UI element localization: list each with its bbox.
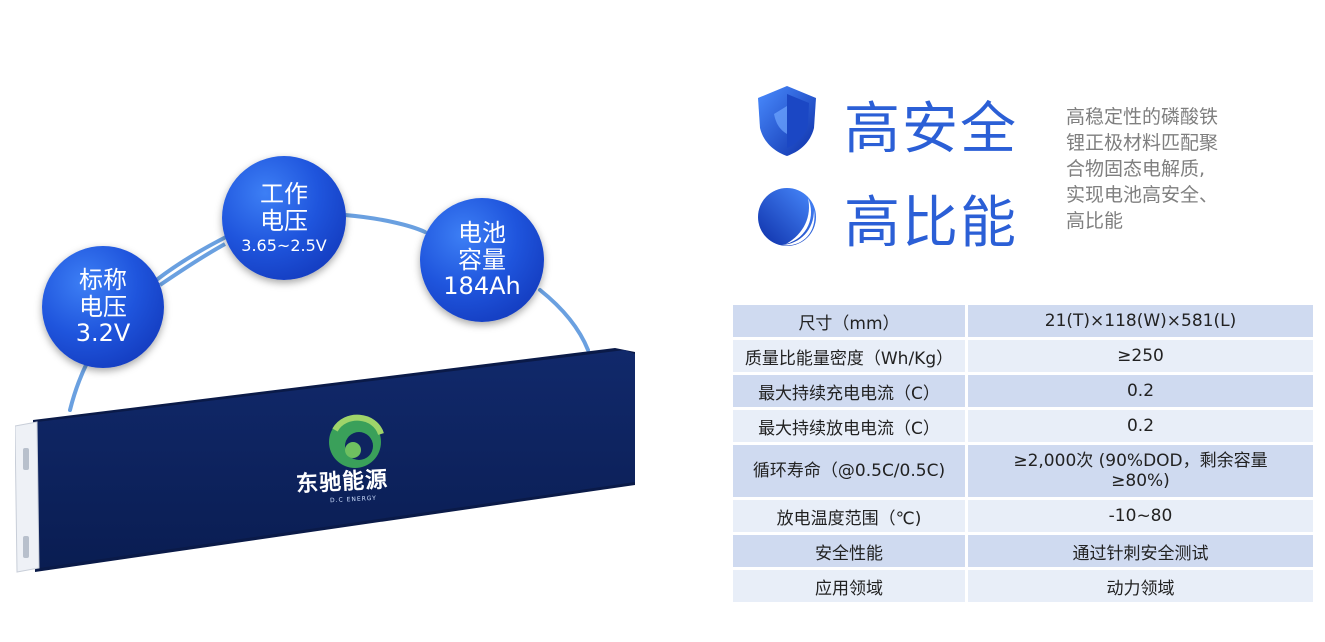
brand-logo-icon [329,414,384,468]
spec-label: 应用领域 [733,570,968,605]
spec-value: 动力领域 [968,570,1313,605]
feature-description: 高稳定性的磷酸铁 锂正极材料匹配聚 合物固态电解质, 实现电池高安全、 高比能 [1066,104,1256,234]
table-row: 安全性能 通过针刺安全测试 [733,535,1313,570]
spec-value: ≥250 [968,340,1313,375]
spec-value: 21(T)×118(W)×581(L) [968,305,1313,340]
spec-label: 放电温度范围（℃) [733,500,968,535]
bubble-line: 标称 [79,265,127,294]
high-energy-title: 高比能 [844,191,1018,256]
spec-label: 尺寸（mm） [733,305,968,340]
energy-orb-icon [758,188,816,246]
table-row: 放电温度范围（℃) -10~80 [733,500,1313,535]
battery-cell-image [15,348,635,573]
bubble-line: 电压 [79,292,127,321]
bubble-line: 电池 [458,218,506,247]
description-line: 锂正极材料匹配聚 [1066,132,1219,154]
spec-label: 循环寿命（@0.5C/0.5C) [733,445,968,500]
table-row: 最大持续充电电流（C） 0.2 [733,375,1313,410]
spec-label: 最大持续充电电流（C） [733,375,968,410]
table-row: 应用领域 动力领域 [733,570,1313,605]
description-line: 高比能 [1066,210,1124,232]
description-line: 高稳定性的磷酸铁 [1066,106,1219,128]
shield-icon [758,86,816,156]
description-line: 实现电池高安全、 [1066,184,1219,206]
spec-value: 0.2 [968,410,1313,445]
table-row: 循环寿命（@0.5C/0.5C) ≥2,000次 (90%DOD，剩余容量≥80… [733,445,1313,500]
battery-brand-name: 东驰能源 [295,467,389,498]
bubble-line: 工作 [260,180,308,209]
bubble-value: 184Ah [443,272,521,301]
battery-capacity-bubble: 电池 容量 184Ah [420,198,544,322]
spec-value: -10~80 [968,500,1313,535]
description-line: 合物固态电解质, [1066,158,1206,180]
bubble-value: 3.2V [75,319,131,348]
spec-table: 尺寸（mm） 21(T)×118(W)×581(L) 质量比能量密度（Wh/Kg… [733,305,1313,605]
spec-label: 质量比能量密度（Wh/Kg） [733,340,968,375]
spec-value: ≥2,000次 (90%DOD，剩余容量≥80%) [968,445,1313,500]
nominal-voltage-bubble: 标称 电压 3.2V [42,246,164,368]
bubble-line: 电压 [260,207,308,236]
high-safety-title: 高安全 [844,97,1018,162]
table-row: 质量比能量密度（Wh/Kg） ≥250 [733,340,1313,375]
table-row: 尺寸（mm） 21(T)×118(W)×581(L) [733,305,1313,340]
bubble-value: 3.65~2.5V [241,235,327,255]
table-row: 最大持续放电电流（C） 0.2 [733,410,1313,445]
spec-label: 最大持续放电电流（C） [733,410,968,445]
spec-value: 通过针刺安全测试 [968,535,1313,570]
spec-label: 安全性能 [733,535,968,570]
bubble-line: 容量 [458,245,506,274]
spec-value: 0.2 [968,375,1313,410]
working-voltage-bubble: 工作 电压 3.65~2.5V [222,156,346,280]
